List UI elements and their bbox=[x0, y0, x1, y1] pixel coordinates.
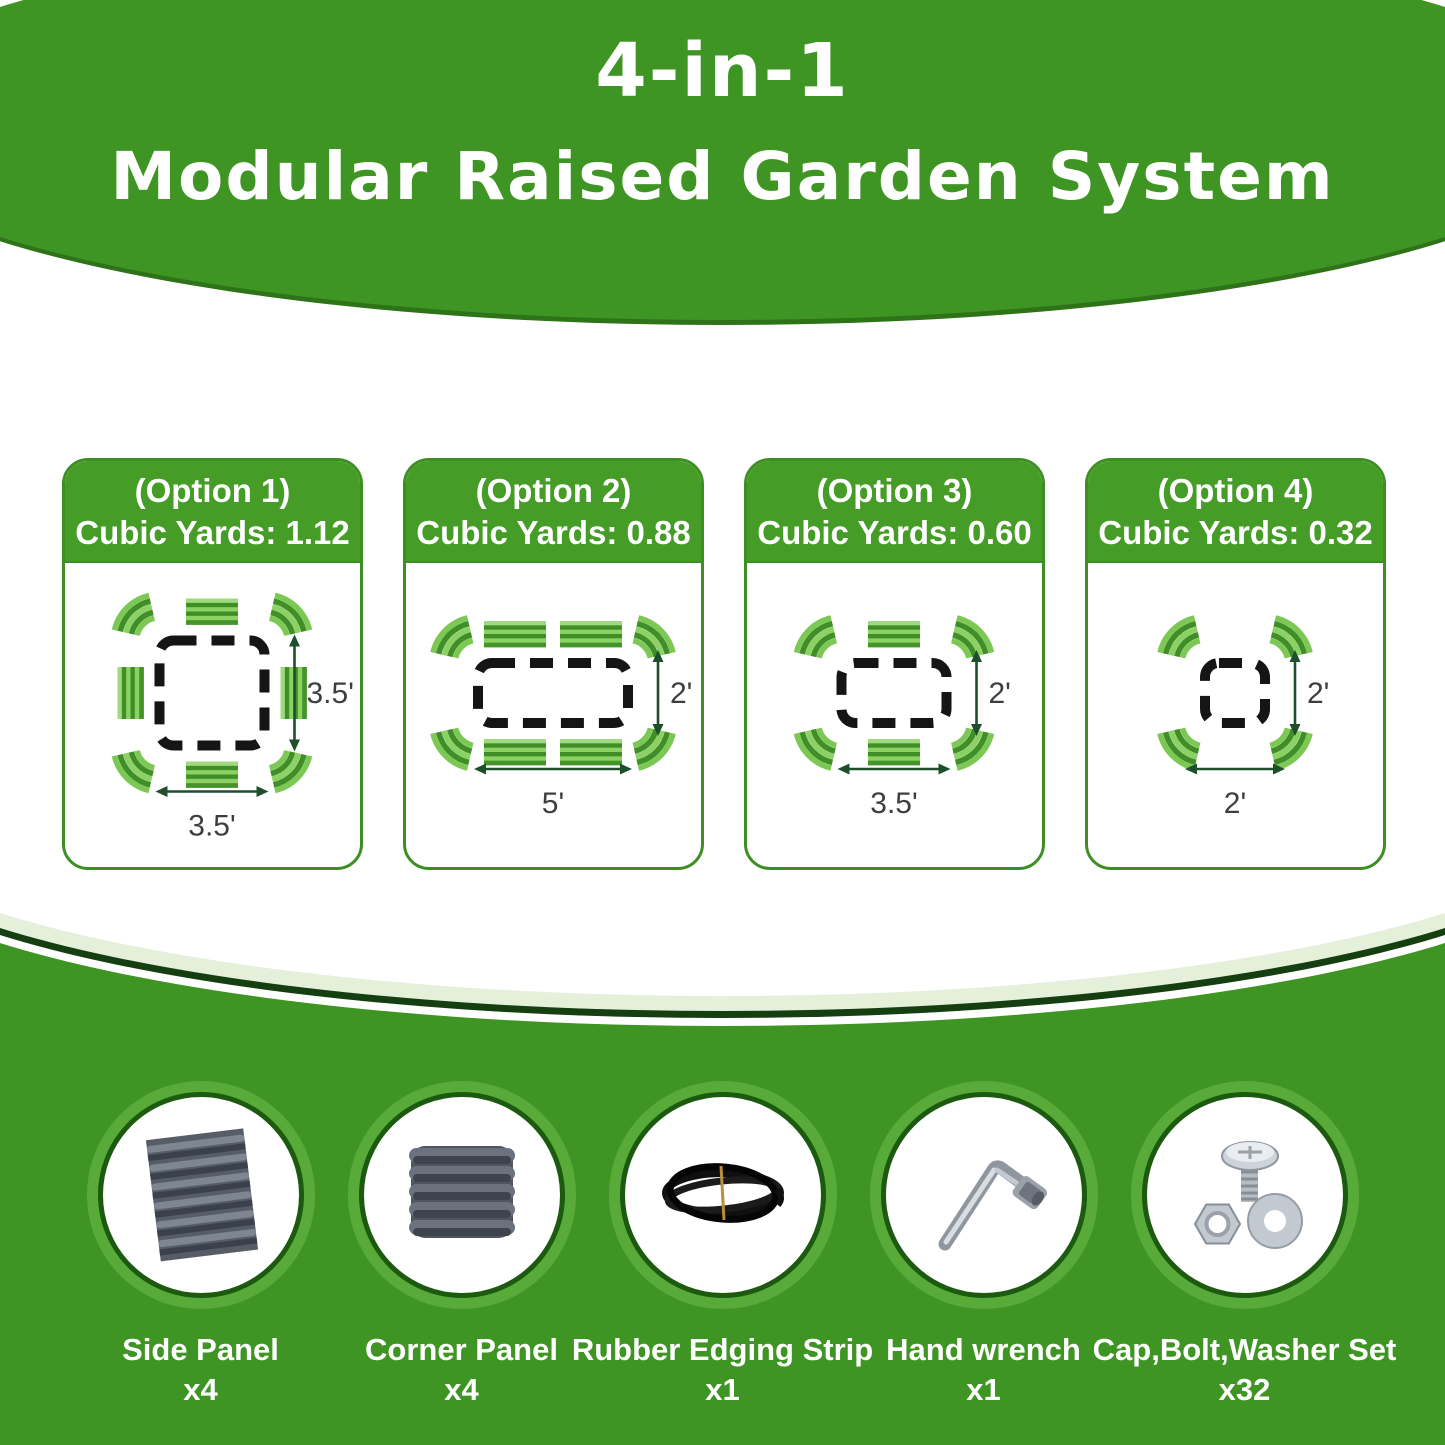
option-card-4: (Option 4) Cubic Yards: 0.32 2' 2' bbox=[1085, 458, 1386, 870]
option-card-3: (Option 3) Cubic Yards: 0.60 2' 3.5' bbox=[744, 458, 1045, 870]
option-card-body: 2' 3.5' bbox=[747, 565, 1042, 865]
part-quantity: x4 bbox=[444, 1372, 479, 1407]
garden-bed-diagram: 2' 2' bbox=[1157, 615, 1329, 820]
part-label: Hand wrench bbox=[886, 1332, 1081, 1367]
part-item: Rubber Edging Strip x1 bbox=[572, 1092, 873, 1410]
option-card-body: 2' 5' bbox=[406, 565, 701, 865]
rubber-edging-strip-image bbox=[648, 1120, 798, 1270]
part-photo-circle bbox=[1141, 1092, 1348, 1298]
option-card-header: (Option 3) Cubic Yards: 0.60 bbox=[747, 461, 1042, 563]
option-card-header: (Option 1) Cubic Yards: 1.12 bbox=[65, 461, 360, 563]
garden-bed-diagram: 2' 3.5' bbox=[793, 615, 1011, 820]
garden-bed-diagram: 3.5' 3.5' bbox=[111, 592, 354, 843]
svg-text:2': 2' bbox=[1224, 787, 1246, 820]
part-photo-circle bbox=[619, 1092, 826, 1298]
page-title: 4-in-1 bbox=[595, 28, 850, 114]
svg-text:3.5': 3.5' bbox=[870, 787, 917, 820]
option-cubic-yards: Cubic Yards: 0.60 bbox=[757, 514, 1032, 551]
part-item: Corner Panel x4 bbox=[331, 1092, 592, 1410]
part-label: Corner Panel bbox=[365, 1332, 558, 1367]
part-item: Cap,Bolt,Washer Set x32 bbox=[1093, 1092, 1396, 1410]
part-label: Rubber Edging Strip bbox=[571, 1332, 874, 1367]
part-quantity: x32 bbox=[1218, 1372, 1271, 1407]
option-name: (Option 1) bbox=[134, 472, 291, 509]
option-cubic-yards: Cubic Yards: 0.32 bbox=[1098, 514, 1373, 551]
option-cards-row: (Option 1) Cubic Yards: 1.12 3.5' 3.5' (O… bbox=[62, 458, 1386, 870]
svg-text:3.5': 3.5' bbox=[188, 810, 235, 843]
header-dome bbox=[0, 0, 1445, 320]
side-panel-image bbox=[126, 1120, 276, 1270]
part-label: Side Panel bbox=[122, 1332, 279, 1367]
option-card-1: (Option 1) Cubic Yards: 1.12 3.5' 3.5' bbox=[62, 458, 363, 870]
option-name: (Option 4) bbox=[1157, 472, 1314, 509]
garden-bed-diagram: 2' 5' bbox=[430, 615, 692, 820]
option-card-body: 3.5' 3.5' bbox=[65, 565, 360, 865]
option-card-body: 2' 2' bbox=[1088, 565, 1383, 865]
part-item: Hand wrench x1 bbox=[853, 1092, 1114, 1410]
option-cubic-yards: Cubic Yards: 0.88 bbox=[416, 514, 691, 551]
corner-panel-image bbox=[387, 1120, 537, 1270]
part-quantity: x4 bbox=[183, 1372, 218, 1407]
part-label: Cap,Bolt,Washer Set bbox=[1092, 1332, 1397, 1367]
option-name: (Option 2) bbox=[475, 472, 632, 509]
part-photo-circle bbox=[97, 1092, 304, 1298]
svg-text:2': 2' bbox=[989, 677, 1011, 710]
page-subtitle: Modular Raised Garden System bbox=[110, 138, 1335, 215]
option-cubic-yards: Cubic Yards: 1.12 bbox=[75, 514, 350, 551]
option-card-2: (Option 2) Cubic Yards: 0.88 2' 5' bbox=[403, 458, 704, 870]
part-photo-circle bbox=[880, 1092, 1087, 1298]
option-card-header: (Option 4) Cubic Yards: 0.32 bbox=[1088, 461, 1383, 563]
part-item: Side Panel x4 bbox=[70, 1092, 331, 1410]
option-card-header: (Option 2) Cubic Yards: 0.88 bbox=[406, 461, 701, 563]
part-photo-circle bbox=[358, 1092, 565, 1298]
part-quantity: x1 bbox=[705, 1372, 740, 1407]
parts-row: Side Panel x4 Corner Panel x4 Rubber Edg… bbox=[0, 1092, 1445, 1410]
option-name: (Option 3) bbox=[816, 472, 973, 509]
svg-text:2': 2' bbox=[670, 677, 692, 710]
part-quantity: x1 bbox=[966, 1372, 1001, 1407]
svg-text:5': 5' bbox=[542, 787, 564, 820]
svg-text:3.5': 3.5' bbox=[307, 677, 354, 710]
cap-bolt-washer-image bbox=[1170, 1120, 1320, 1270]
hand-wrench-image bbox=[909, 1120, 1059, 1270]
svg-text:2': 2' bbox=[1307, 677, 1329, 710]
